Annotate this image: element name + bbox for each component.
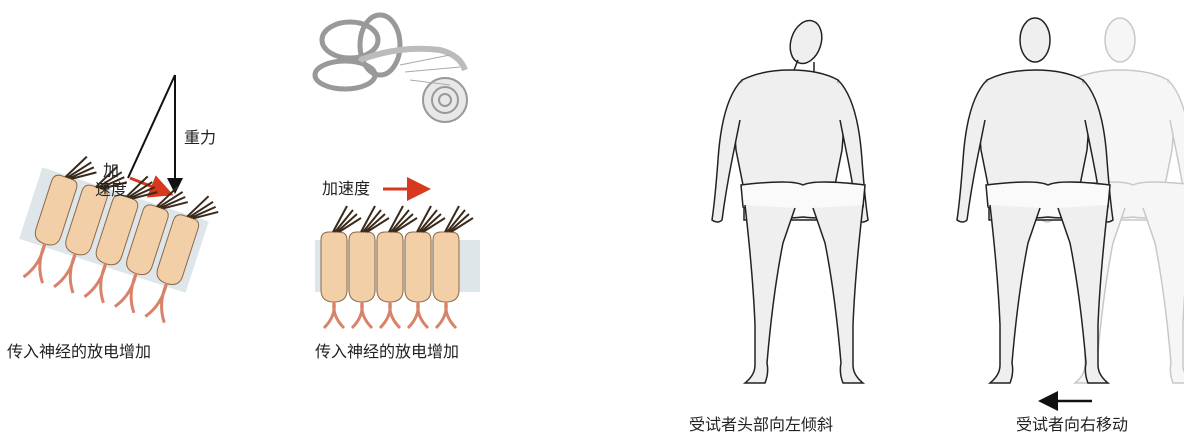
- person-head-tilted-figure: [711, 19, 869, 384]
- left-arm: [956, 79, 988, 223]
- acceleration-label-line2: 速度: [95, 180, 128, 199]
- right-leg: [1142, 205, 1184, 384]
- hair-cell: [404, 205, 446, 330]
- acceleration-label-line1: 加: [103, 161, 120, 180]
- hair-cell: [348, 205, 390, 330]
- right-leg: [1057, 204, 1111, 384]
- head: [1104, 17, 1136, 63]
- hair-cell: [320, 205, 362, 330]
- linear-acceleration-label: 加速度: [322, 179, 371, 198]
- tilted-hair-cell-panel: [19, 74, 219, 324]
- hair-cell: [53, 165, 128, 294]
- left-leg: [742, 204, 796, 384]
- head: [789, 19, 823, 65]
- head: [1019, 17, 1051, 63]
- gravity-label: 重力: [184, 128, 217, 147]
- inner-ear-illustration: [312, 12, 468, 123]
- left-arm: [711, 79, 743, 223]
- force-vector-triangle: [127, 74, 183, 198]
- person-moving-figure: [956, 17, 1114, 384]
- hair-cell: [432, 205, 474, 330]
- upright-hair-cell-group: [315, 205, 480, 330]
- head-tilt-caption: 受试者头部向左倾斜: [689, 415, 834, 434]
- move-right-caption: 受试者向右移动: [1016, 415, 1129, 434]
- tilt-caption: 传入神经的放电增加: [7, 342, 152, 361]
- hair-cell: [144, 195, 219, 324]
- hair-cell: [376, 205, 418, 330]
- right-leg: [812, 204, 866, 384]
- linear-caption: 传入神经的放电增加: [315, 342, 460, 361]
- hair-cell: [83, 175, 158, 304]
- hair-cell: [113, 185, 189, 314]
- right-arm: [1167, 79, 1184, 198]
- resultant-line: [127, 74, 176, 179]
- hair-cell: [22, 155, 97, 284]
- left-leg: [987, 204, 1041, 384]
- acceleration-arrow-red: [129, 175, 174, 198]
- tilted-hair-cell-group: [19, 155, 219, 324]
